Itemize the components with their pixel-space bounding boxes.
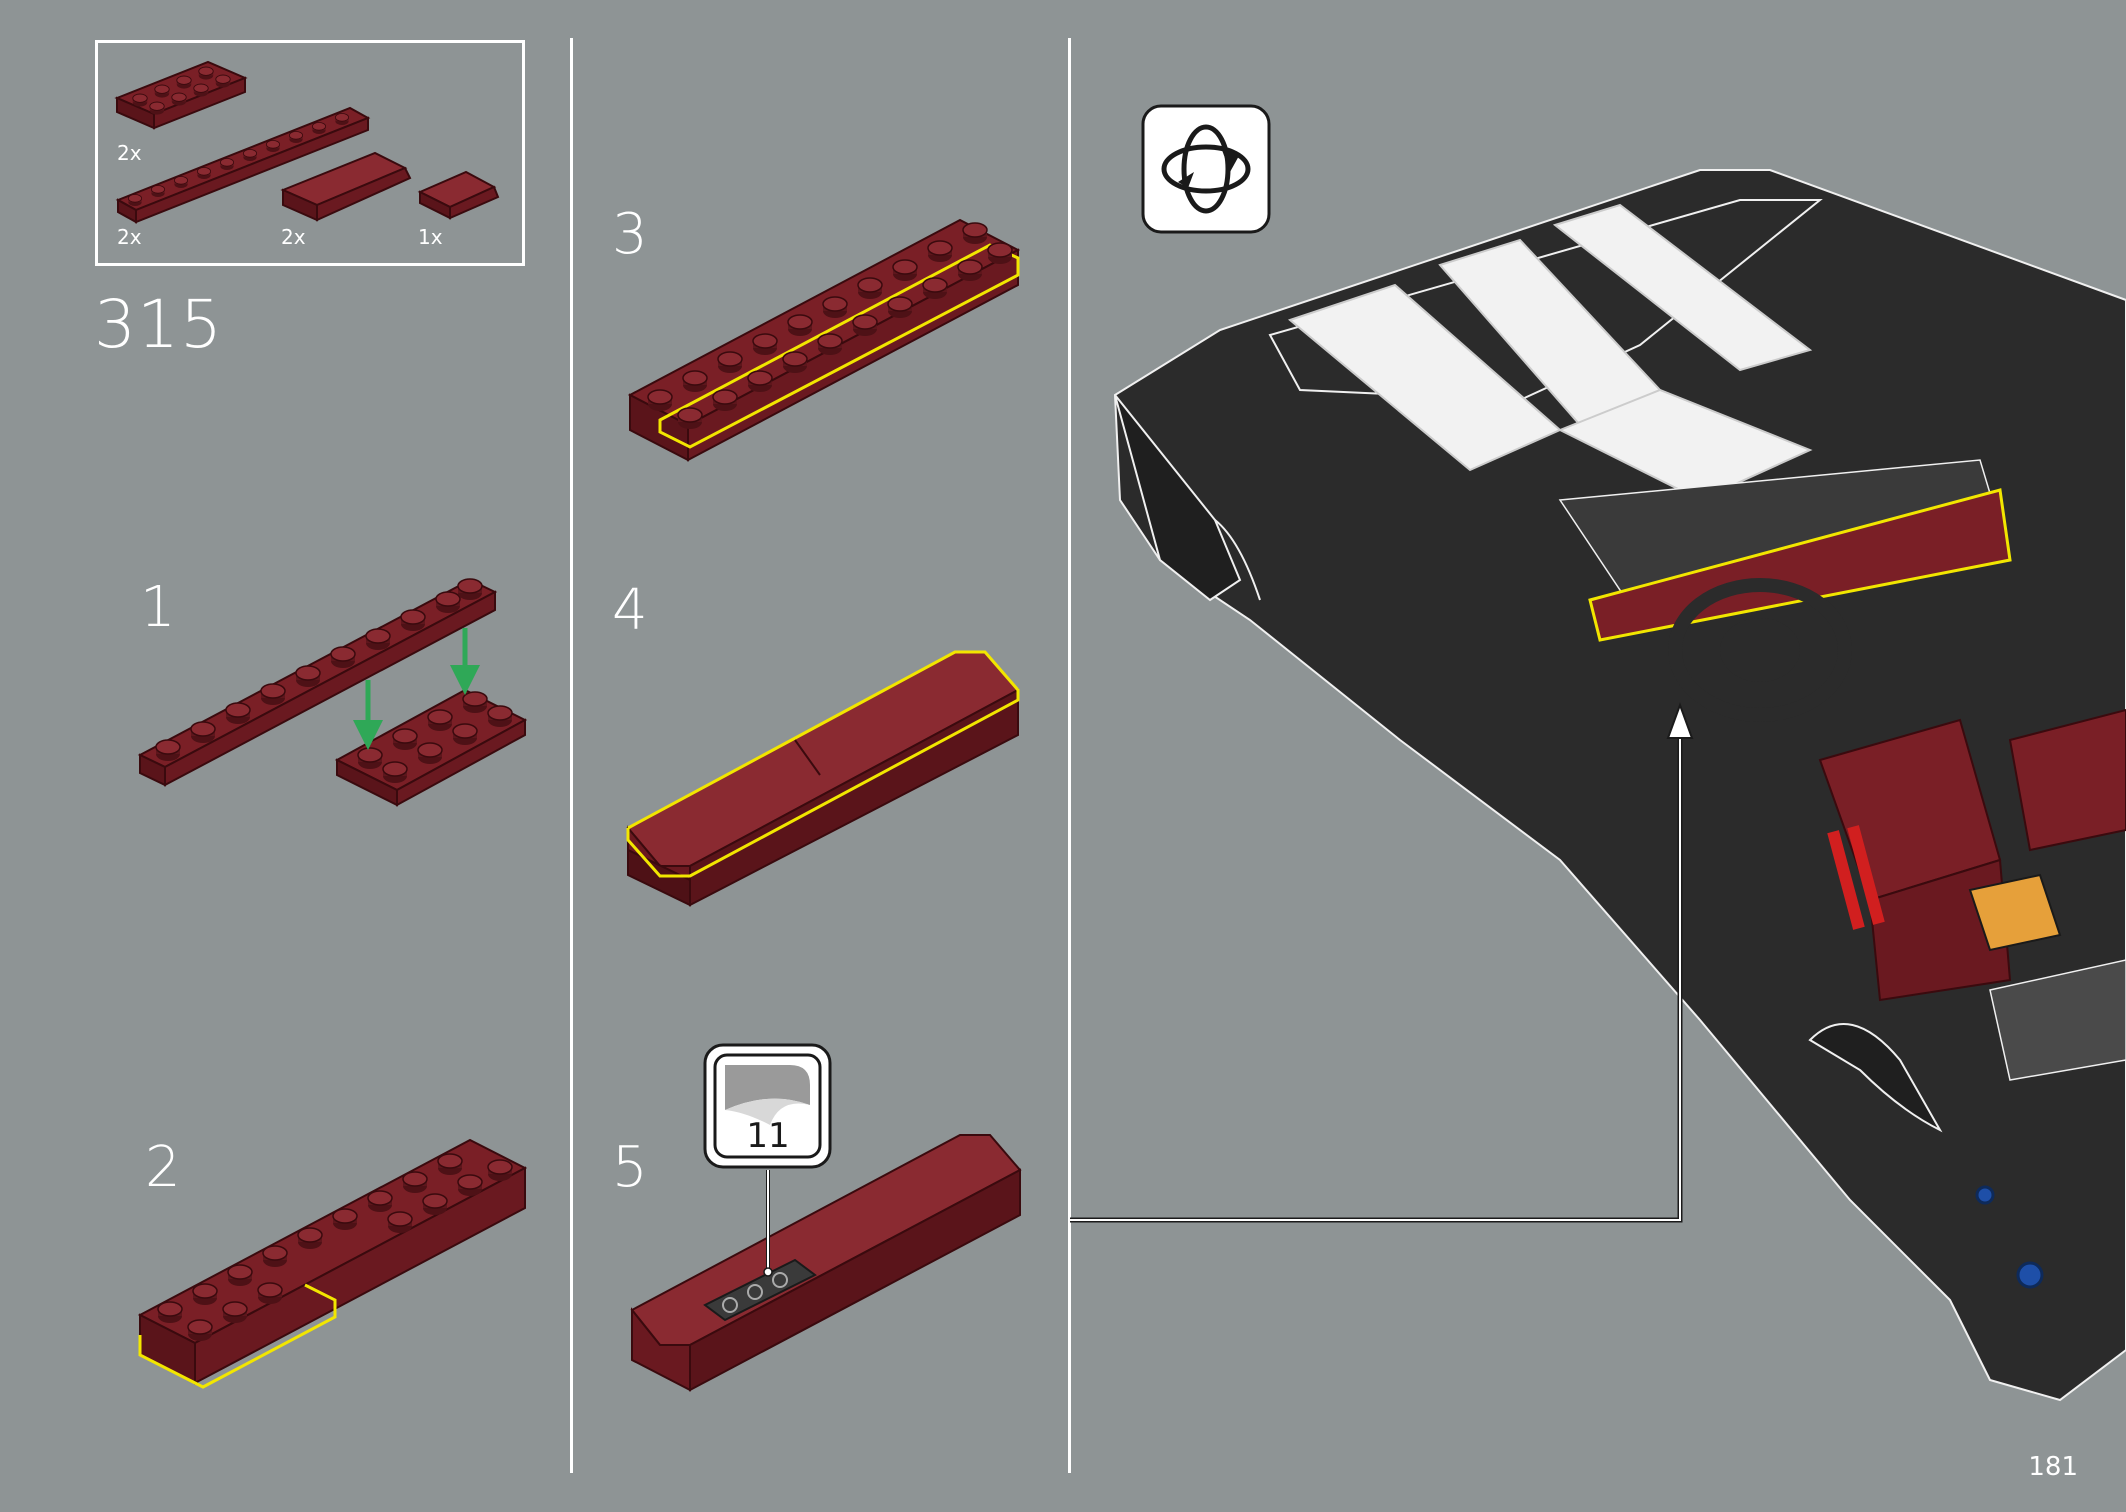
column-divider-right (1068, 38, 1071, 1473)
step4-assembly (626, 650, 1020, 907)
part-qty-4: 1x (418, 225, 443, 249)
part-plate-1x10 (115, 106, 371, 224)
sub-step-3: 3 (612, 202, 648, 267)
sticker-icon (703, 1043, 832, 1169)
sub-step-4: 4 (612, 578, 648, 643)
sub-step-2: 2 (145, 1135, 181, 1200)
rotate-model-icon (1141, 104, 1271, 234)
sticker-number: 11 (746, 1116, 789, 1156)
part-qty-3: 2x (281, 225, 306, 249)
part-qty-1: 2x (117, 141, 142, 165)
sub-step-5: 5 (612, 1135, 648, 1200)
callout-arrowhead-icon (1666, 702, 1694, 739)
part-qty-2: 2x (117, 225, 142, 249)
car-model-illustration (1113, 169, 2126, 1402)
step3-assembly (627, 218, 1021, 462)
sub-step-1: 1 (140, 575, 176, 640)
parts-list-box (95, 40, 525, 266)
step2-assembly (137, 1138, 528, 1389)
column-divider-left (570, 38, 573, 1473)
main-step-number: 315 (94, 286, 223, 363)
part-slope-tile-short (417, 170, 500, 220)
step1-assembly (137, 578, 528, 807)
part-plate-2x4 (114, 60, 248, 130)
part-slope-tile-long (280, 151, 412, 222)
step5-assembly (630, 1134, 1022, 1392)
page-number: 181 (2028, 1452, 2078, 1482)
